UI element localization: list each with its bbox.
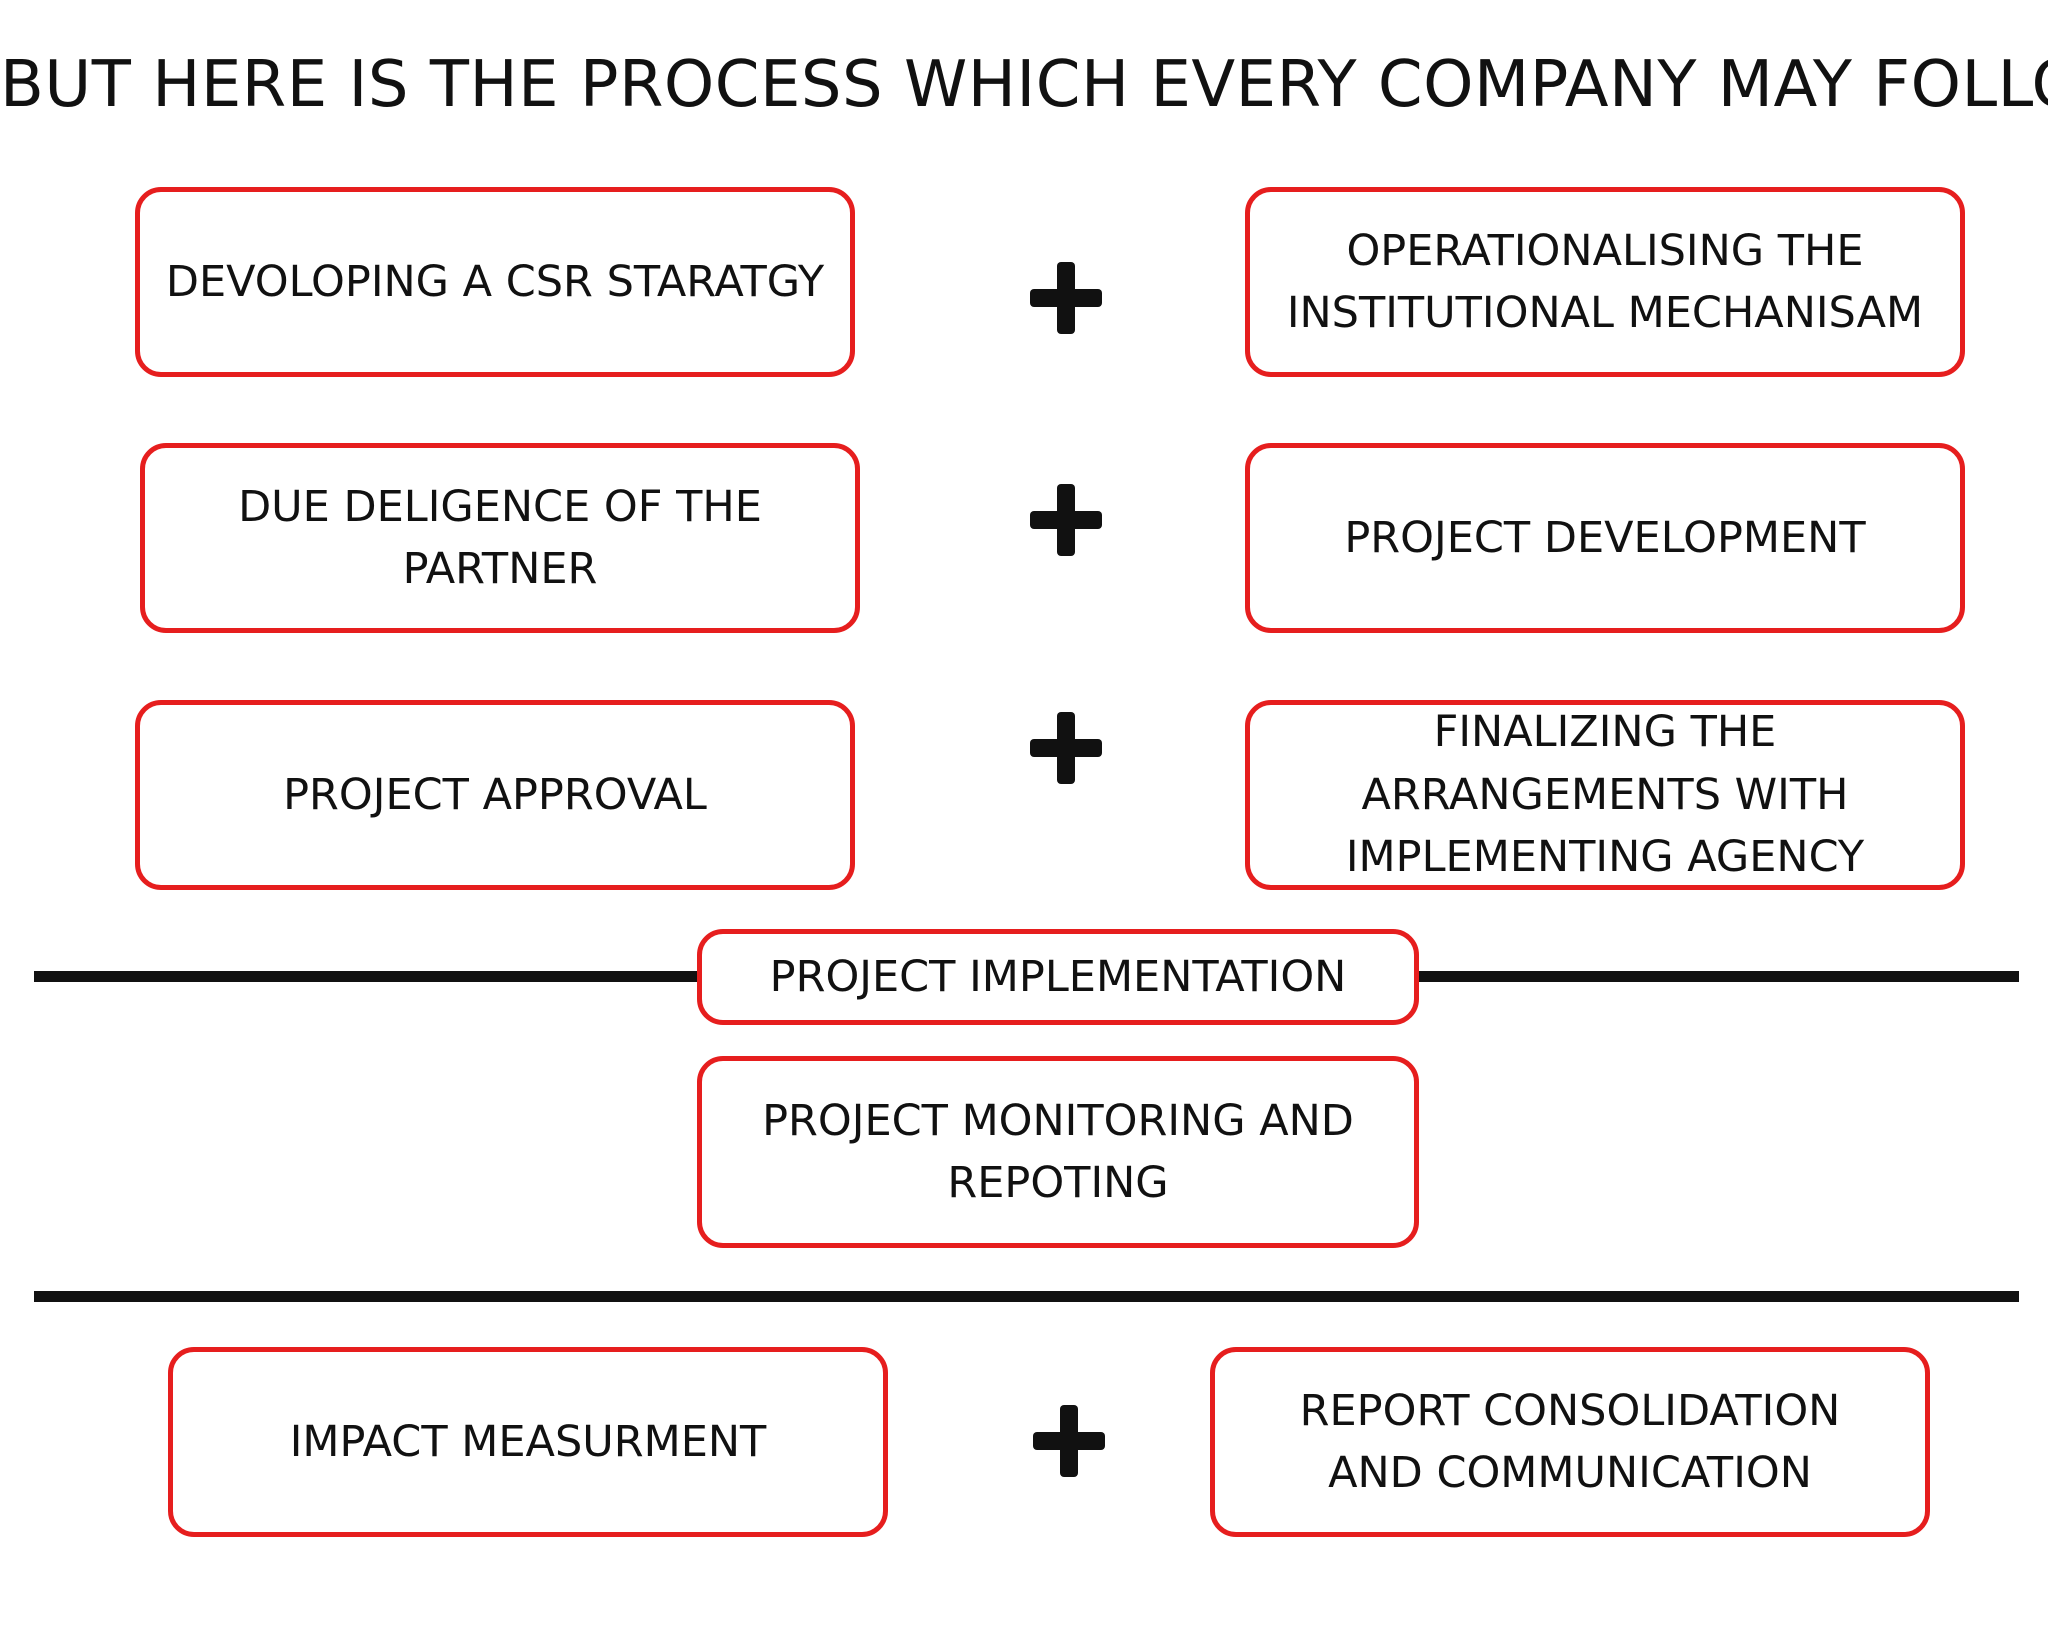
page-title: BUT HERE IS THE PROCESS WHICH EVERY COMP… [0,48,2048,122]
plus-icon [1030,262,1102,334]
step-project-implementation: PROJECT IMPLEMENTATION [697,929,1419,1025]
step-impact-measurement: IMPACT MEASURMENT [168,1347,888,1537]
step-report-consolidation: REPORT CONSOLIDATION AND COMMUNICATION [1210,1347,1930,1537]
step-developing-csr-strategy: DEVOLOPING A CSR STARATGY [135,187,855,377]
plus-icon [1033,1405,1105,1477]
step-finalizing-arrangements: FINALIZING THE ARRANGEMENTS WITH IMPLEME… [1245,700,1965,890]
step-due-diligence: DUE DELIGENCE OF THE PARTNER [140,443,860,633]
divider-line-lower [34,1291,2019,1302]
step-project-monitoring: PROJECT MONITORING AND REPOTING [697,1056,1419,1248]
step-project-approval: PROJECT APPROVAL [135,700,855,890]
step-operationalising-mechanism: OPERATIONALISING THE INSTITUTIONAL MECHA… [1245,187,1965,377]
plus-icon [1030,712,1102,784]
step-project-development: PROJECT DEVELOPMENT [1245,443,1965,633]
plus-icon [1030,484,1102,556]
